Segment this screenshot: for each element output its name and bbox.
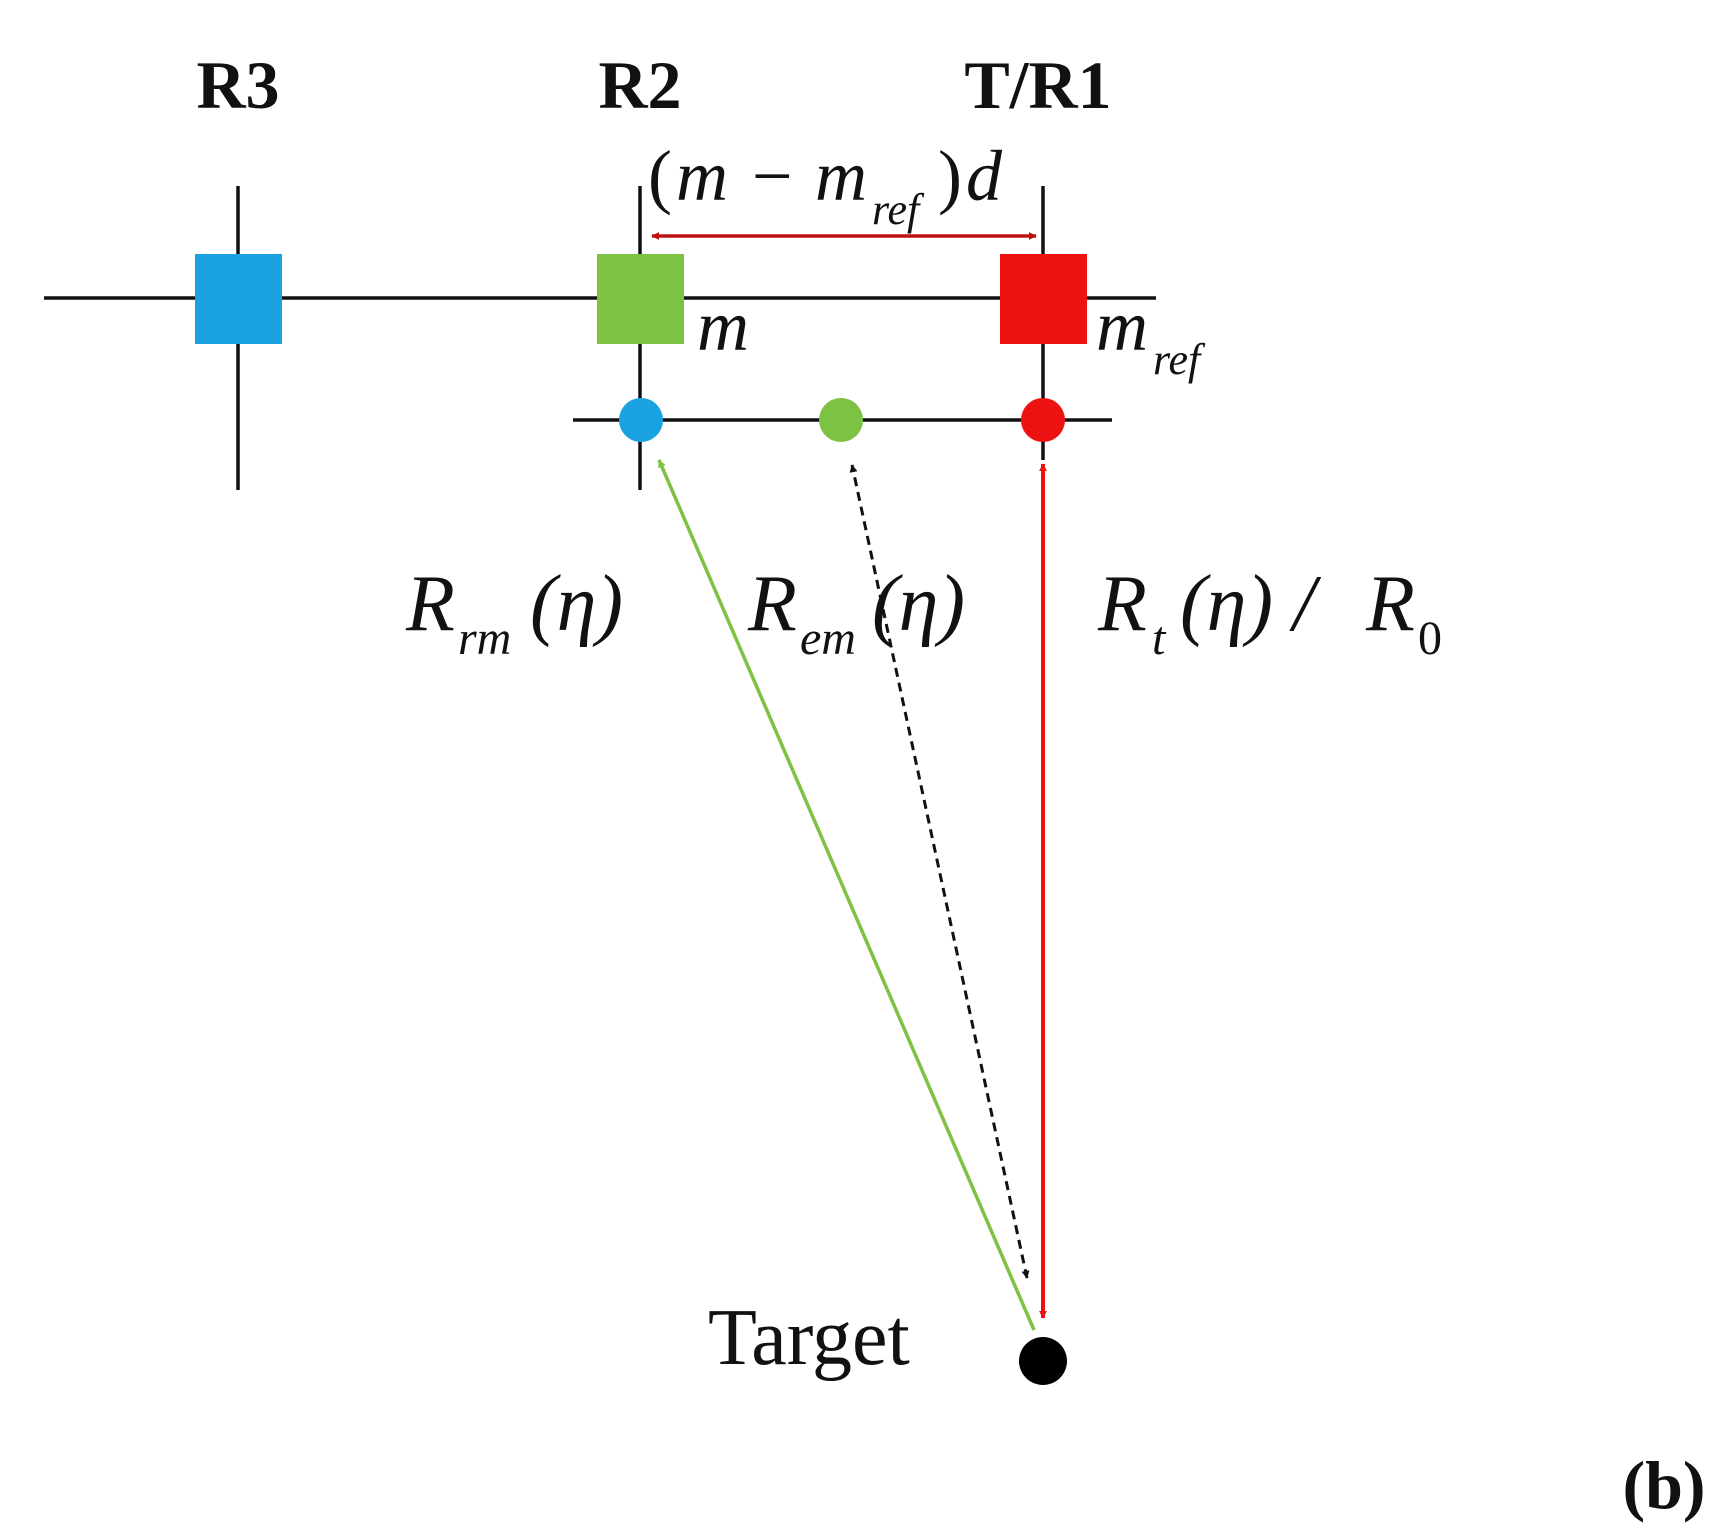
baseline-close-paren: ) <box>938 136 962 216</box>
receiver-r2-square <box>597 254 684 344</box>
phase-center-green <box>819 398 863 442</box>
rem-subscript: em <box>800 612 856 665</box>
baseline-ref-subscript: ref <box>872 185 925 234</box>
phase-center-red <box>1021 398 1065 442</box>
r3-label: R3 <box>196 47 279 123</box>
rt-subscript: t <box>1152 612 1167 665</box>
panel-label: (b) <box>1622 1447 1705 1523</box>
baseline-m: m <box>676 136 728 216</box>
tr1-label: T/R1 <box>964 47 1111 123</box>
baseline-minus: − <box>752 136 793 216</box>
element-mref-subscript: ref <box>1153 335 1206 384</box>
transmitter-tr1-square <box>1000 254 1087 344</box>
target-point <box>1019 1337 1067 1385</box>
receive-path-arrow <box>657 459 1036 1331</box>
rem-argument: (η) <box>872 560 965 648</box>
rrm-argument: (η) <box>530 560 623 648</box>
element-mref-label: m <box>1096 286 1148 366</box>
equivalent-path-arrow <box>849 464 1030 1279</box>
baseline-m-ref: m <box>815 136 867 216</box>
element-m-label: m <box>697 286 749 366</box>
rem-R: R <box>747 560 797 648</box>
baseline-d: d <box>966 136 1003 216</box>
rrm-subscript: rm <box>458 612 511 665</box>
baseline-open-paren: ( <box>648 136 672 216</box>
target-label: Target <box>708 1294 910 1382</box>
phase-center-blue <box>619 398 663 442</box>
rt-R: R <box>1097 560 1147 648</box>
r0-R: R <box>1365 560 1415 648</box>
r0-subscript: 0 <box>1418 612 1442 665</box>
r2-label: R2 <box>598 47 681 123</box>
rrm-R: R <box>405 560 455 648</box>
receiver-r3-square <box>195 254 282 344</box>
rt-argument: (η) / <box>1180 560 1335 648</box>
